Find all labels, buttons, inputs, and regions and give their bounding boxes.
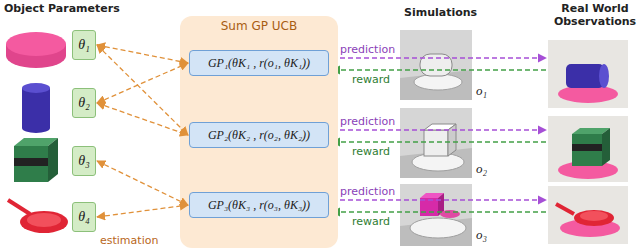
gp-box: GP₂(θK₂ , r(o₂, θK₂))	[189, 122, 329, 148]
heading: Real World Observations	[552, 2, 638, 28]
real-world-photo	[548, 116, 628, 182]
real-world-photo-part	[580, 211, 608, 221]
reward-label: reward	[352, 73, 390, 86]
parameter-symbol: θ₃	[78, 153, 90, 169]
panel-title: Sum GP UCB	[180, 16, 338, 33]
parameter-box: θ₄	[72, 202, 96, 232]
simulation-image-part	[420, 198, 438, 216]
simulation-image-part	[440, 210, 460, 218]
heading: Object Parameters	[4, 2, 120, 15]
real-world-photo-part	[572, 134, 602, 166]
simulation-image-part	[448, 124, 456, 156]
real-world-photo-part	[548, 40, 628, 108]
blue-cylinder-photo-part	[22, 83, 50, 93]
prediction-reward-arrows	[332, 58, 546, 212]
prediction-label: prediction	[340, 185, 395, 198]
green-box-photo	[14, 138, 58, 182]
simulation-image-part	[420, 54, 452, 76]
real-world-photo-part	[548, 186, 628, 244]
real-world-photo-part	[566, 64, 604, 88]
estimation-arrow	[97, 45, 188, 63]
green-box-photo-part	[14, 158, 48, 166]
real-world-photo-part	[574, 210, 614, 226]
blue-cylinder-photo	[22, 83, 50, 133]
real-world-photo	[548, 40, 628, 108]
gp-box: GP₁(θK₁ , r(o₁, θK₁))	[189, 50, 329, 76]
estimation-arrow	[97, 103, 188, 135]
estimation-arrow	[97, 63, 188, 103]
prediction-reward-arrows-part	[332, 211, 546, 212]
gp-box: GP₃(θK₃ , r(o₃, θK₃))	[189, 192, 329, 218]
real-world-photo-part	[548, 116, 628, 182]
red-pan-photo	[8, 200, 68, 233]
parameter-box: θ₂	[72, 88, 96, 118]
observation-symbol: o₁	[476, 84, 487, 97]
simulation-image	[400, 108, 472, 178]
simulation-image-part	[400, 108, 472, 178]
real-world-photo-part	[599, 64, 609, 88]
real-world-photo-part	[602, 128, 610, 166]
prediction-reward-arrows-part	[332, 199, 546, 200]
parameter-box: θ₃	[72, 146, 96, 176]
parameter-symbol: θ₁	[78, 37, 90, 53]
prediction-reward-arrows-part	[332, 69, 546, 70]
simulation-image-part	[400, 184, 472, 246]
red-pan-photo-part	[8, 200, 30, 214]
reward-label: reward	[352, 145, 390, 158]
gp-formula: GP₂(θK₂ , r(o₂, θK₂))	[208, 128, 310, 143]
prediction-reward-arrows-part	[332, 129, 546, 130]
simulation-image-part	[400, 30, 472, 100]
simulation-image-part	[410, 218, 466, 238]
sum-gp-panel: Sum GP UCB GP₁(θK₁ , r(o₁, θK₁)) GP₂(θK₂ ,…	[180, 16, 338, 248]
red-pan-photo-part	[20, 211, 68, 233]
parameter-symbol: θ₄	[78, 209, 90, 225]
simulation-image-part	[400, 218, 472, 246]
gp-formula: GP₃(θK₃ , r(o₃, θK₃))	[208, 198, 310, 213]
prediction-label: prediction	[340, 43, 395, 56]
pink-disc-photo-part	[6, 32, 66, 56]
blue-cylinder-photo-part	[22, 88, 50, 128]
prediction-reward-arrows-part	[332, 141, 546, 142]
real-world-photo	[548, 186, 628, 244]
simulation-image	[400, 30, 472, 100]
gp-formula: GP₁(θK₁ , r(o₁, θK₁))	[208, 56, 310, 71]
parameter-symbol: θ₂	[78, 95, 90, 111]
red-pan-photo-part	[27, 213, 61, 227]
estimation-arrow	[97, 45, 188, 135]
estimation-arrow	[97, 161, 188, 205]
reward-label: reward	[352, 215, 390, 228]
simulation-image	[400, 184, 472, 246]
pink-disc-photo	[6, 32, 66, 68]
observation-symbol: o₂	[476, 162, 487, 175]
estimation-arrow	[97, 205, 188, 217]
prediction-label: prediction	[340, 115, 395, 128]
green-box-photo-part	[48, 138, 58, 182]
heading: Simulations	[404, 6, 477, 19]
prediction-reward-arrows-part	[332, 57, 546, 58]
green-box-photo-part	[14, 146, 48, 182]
observation-symbol: o₃	[476, 228, 487, 241]
simulation-image-part	[424, 130, 448, 156]
real-world-photo-part	[572, 144, 602, 151]
estimation-label: estimation	[100, 234, 158, 247]
real-world-photo-part	[556, 204, 574, 214]
parameter-box: θ₁	[72, 30, 96, 60]
